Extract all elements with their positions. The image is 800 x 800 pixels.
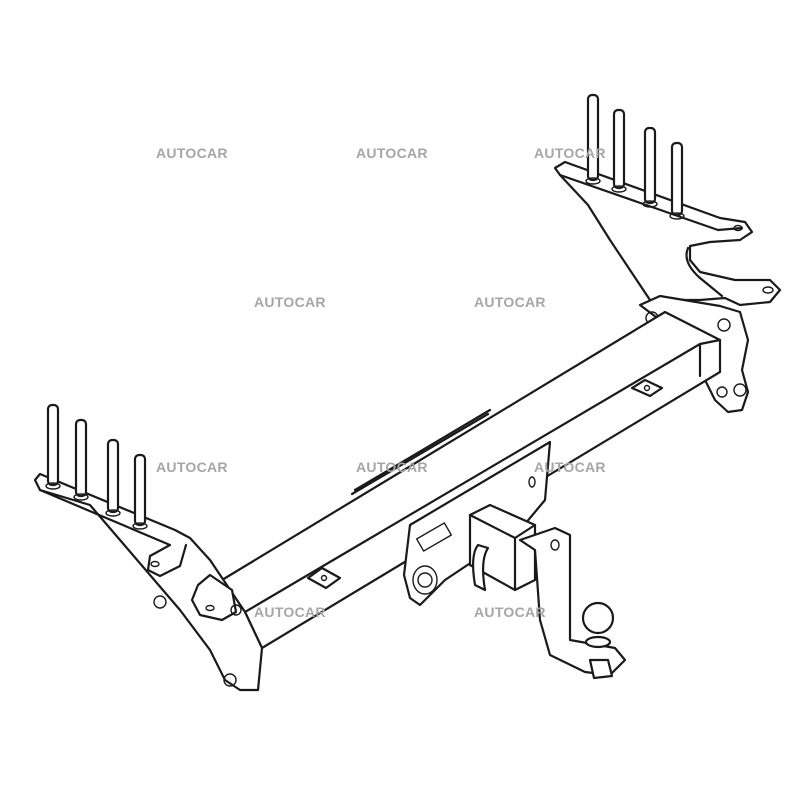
ball-mount	[468, 503, 627, 680]
tow-ball	[581, 601, 615, 635]
right-studs	[585, 93, 685, 220]
main-cross-beam	[220, 310, 722, 650]
left-mounting-bracket	[33, 403, 264, 692]
left-studs	[45, 403, 148, 530]
right-mounting-bracket	[553, 93, 782, 307]
